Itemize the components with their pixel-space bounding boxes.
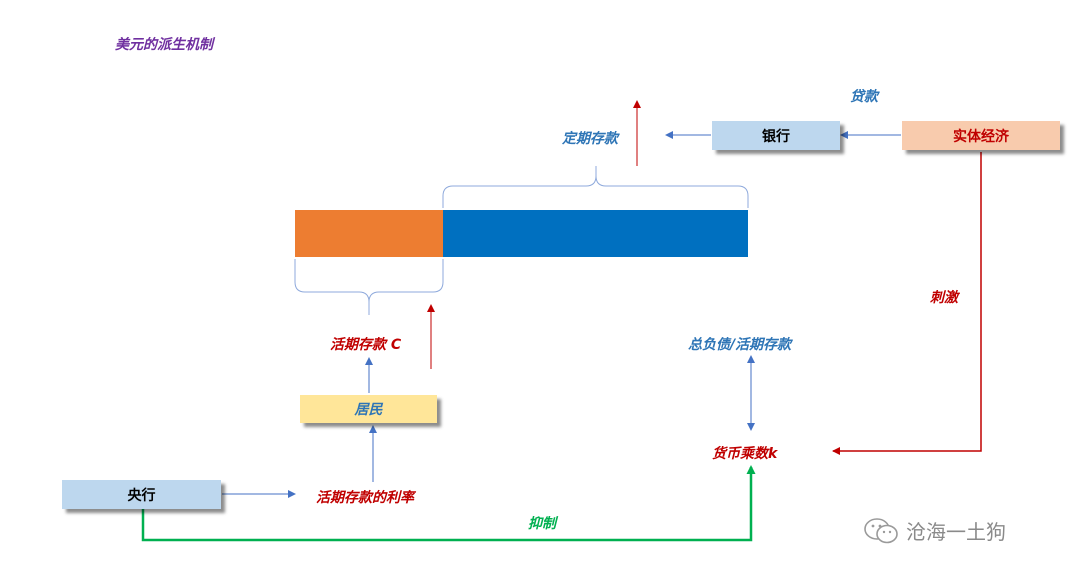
diagram-title: 美元的派生机制 (115, 37, 213, 53)
bank-box: 银行 (712, 121, 840, 150)
time-deposit-label: 定期存款 (562, 131, 618, 147)
watermark-text: 沧海一土狗 (906, 520, 1006, 544)
bank-label: 银行 (762, 128, 790, 145)
multiplier-label: 货币乘数k (712, 446, 778, 462)
loan-label: 贷款 (850, 89, 878, 105)
real-economy-label: 实体经济 (953, 128, 1009, 145)
central-bank-label: 央行 (127, 487, 156, 504)
watermark: 沧海一土狗 (864, 516, 1006, 545)
suppress-arrow (141, 465, 756, 542)
stimulate-label: 刺激 (930, 290, 958, 306)
real-economy-box: 实体经济 (902, 121, 1060, 150)
rate-label: 活期存款的利率 (316, 490, 414, 506)
stimulate-arrow (832, 152, 982, 455)
central-bank-box: 央行 (62, 480, 221, 509)
residents-label: 居民 (354, 402, 383, 418)
suppress-label: 抑制 (528, 516, 556, 532)
residents-box: 居民 (300, 395, 437, 423)
time-deposit-bar (443, 210, 748, 257)
time-deposit-brace (442, 166, 749, 208)
total-liab-label: 总负债/活期存款 (688, 337, 792, 353)
demand-deposit-bar (295, 210, 443, 257)
demand-deposit-brace (294, 259, 444, 315)
demand-deposit-label: 活期存款 C (330, 337, 402, 353)
wechat-icon (864, 517, 898, 543)
